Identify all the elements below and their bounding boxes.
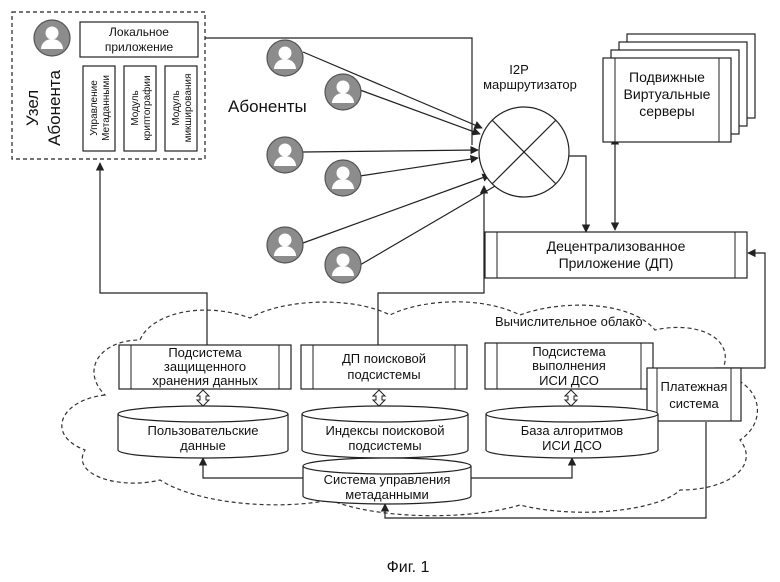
- node-title-line2: Абонента: [45, 70, 64, 146]
- search-dapp-box[interactable]: ДП поисковой подсистемы: [301, 345, 467, 389]
- subscriber-icon: [267, 40, 303, 76]
- crypto-module-line2: криптографии: [141, 75, 153, 140]
- mixing-module-line2: микширования: [183, 74, 194, 143]
- secure-storage-box[interactable]: Подсистема защищенного хранения данных: [119, 345, 291, 389]
- router-label-line2: маршрутизатор: [483, 77, 577, 92]
- exec-subsystem-line1: Подсистема: [532, 344, 606, 359]
- metadata-mgmt-db[interactable]: Система управления метаданными: [303, 458, 471, 504]
- local-app-line2: приложение: [105, 40, 174, 54]
- algorithm-base-db[interactable]: База алгоритмов ИСИ ДСО: [486, 406, 658, 458]
- metadata-module-line2: Метаданными: [101, 75, 112, 141]
- secure-storage-line1: Подсистема: [168, 345, 242, 360]
- servers-line2: Виртуальные: [624, 86, 711, 102]
- secure-storage-line3: хранения данных: [152, 373, 258, 388]
- search-index-db[interactable]: Индексы поисковой подсистемы: [302, 406, 468, 458]
- double-arrows: [197, 390, 577, 406]
- subscriber-icon: [325, 74, 361, 110]
- exec-subsystem-line2: выполнения: [532, 358, 606, 373]
- search-index-line2: подсистемы: [348, 438, 421, 453]
- figure-caption: Фиг. 1: [387, 559, 430, 576]
- metadata-module-line1: Управление: [89, 80, 100, 136]
- i2p-router[interactable]: [479, 107, 569, 197]
- payment-system-box[interactable]: Платежная система: [647, 368, 741, 421]
- servers-line1: Подвижные: [629, 69, 705, 85]
- user-data-line1: Пользовательские: [147, 423, 258, 438]
- metadata-module-box[interactable]: Управление Метаданными: [83, 66, 115, 151]
- mixing-module-line1: Модуль: [171, 90, 182, 125]
- mixing-module-box[interactable]: Модуль микширования: [165, 66, 197, 151]
- virtual-servers-stack[interactable]: Подвижные Виртуальные серверы: [603, 34, 755, 142]
- exec-subsystem-box[interactable]: Подсистема выполнения ИСИ ДСО: [485, 343, 653, 389]
- router-label-line1: I2P: [509, 62, 529, 77]
- crypto-module-box[interactable]: Модуль криптографии: [124, 66, 156, 151]
- subscriber-icon: [267, 137, 303, 173]
- payment-line2: система: [669, 396, 719, 411]
- user-data-line2: данные: [180, 438, 226, 453]
- payment-line1: Платежная: [661, 379, 728, 394]
- dapp-line2: Приложение (ДП): [559, 255, 674, 271]
- subscriber-icon: [325, 160, 361, 196]
- servers-line3: серверы: [639, 103, 695, 119]
- metadata-mgmt-line2: метаданными: [345, 487, 429, 502]
- cloud-label: Вычислительное облако: [495, 314, 643, 329]
- subscriber-icon: [325, 247, 361, 283]
- algo-base-line1: База алгоритмов: [521, 423, 624, 438]
- search-dapp-line2: подсистемы: [347, 367, 420, 382]
- node-title-line1: Узел: [23, 90, 42, 126]
- node-avatar-icon: [34, 20, 70, 56]
- local-app-line1: Локальное: [109, 25, 169, 39]
- user-data-db[interactable]: Пользовательские данные: [118, 406, 288, 458]
- decentralized-app-box[interactable]: Децентрализованное Приложение (ДП): [485, 232, 747, 278]
- crypto-module-line1: Модуль: [130, 90, 141, 125]
- metadata-mgmt-line1: Система управления: [324, 472, 451, 487]
- algo-base-line2: ИСИ ДСО: [542, 438, 602, 453]
- search-index-line1: Индексы поисковой: [326, 423, 445, 438]
- local-app-box[interactable]: Локальное приложение: [80, 22, 198, 57]
- secure-storage-line2: защищенного: [164, 359, 246, 374]
- subscribers-label: Абоненты: [228, 97, 307, 116]
- dapp-line1: Децентрализованное: [547, 238, 686, 254]
- exec-subsystem-line3: ИСИ ДСО: [539, 373, 599, 388]
- search-dapp-line1: ДП поисковой: [342, 351, 426, 366]
- subscriber-icon: [267, 227, 303, 263]
